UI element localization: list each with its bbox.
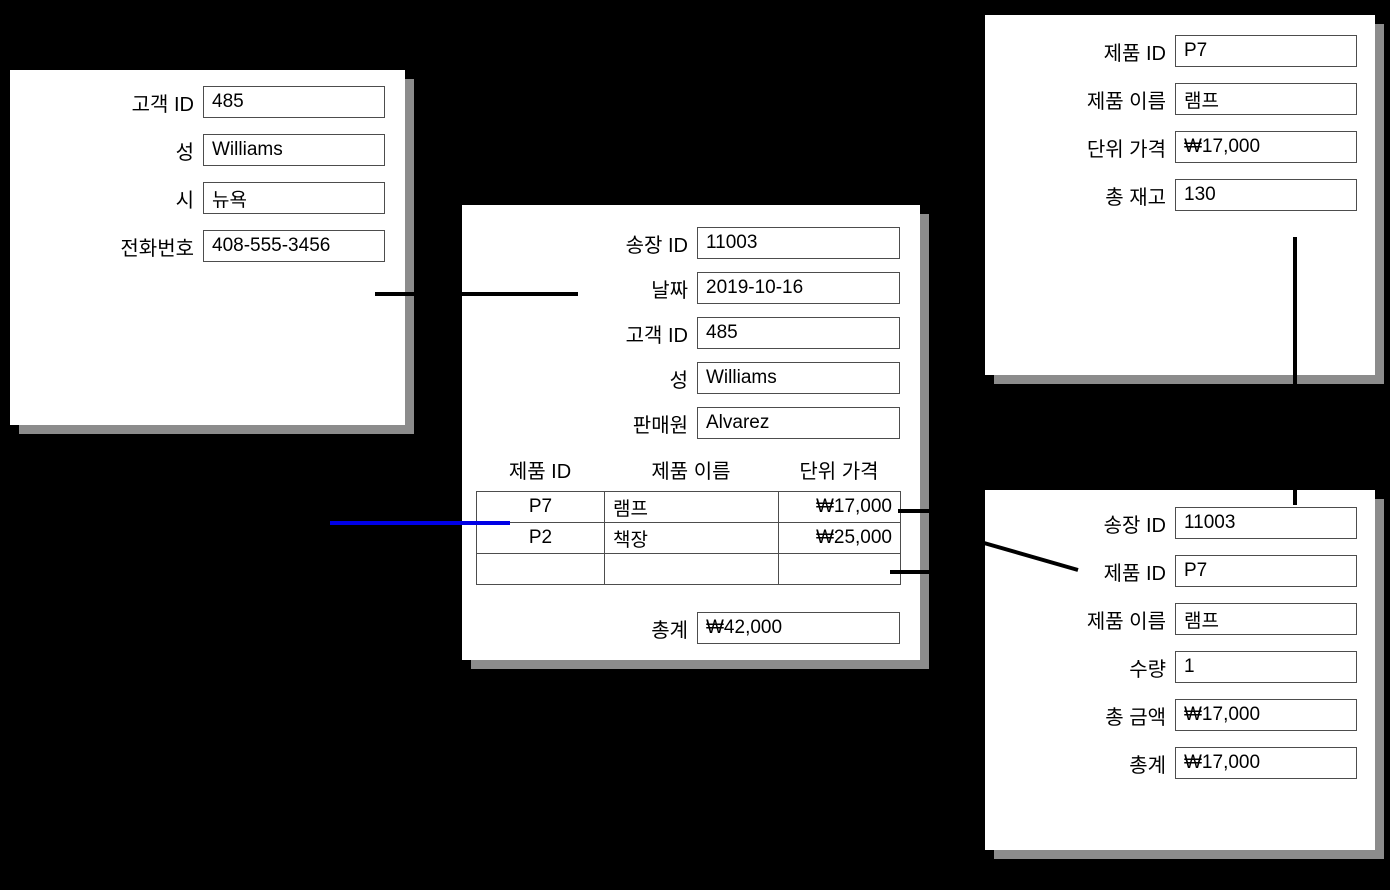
header-product-id: 제품 ID <box>508 461 572 483</box>
lineitem-total-input[interactable] <box>1175 747 1357 779</box>
product-id-label: 제품 ID <box>1103 42 1166 65</box>
lineitem-product-id-label: 제품 ID <box>1103 562 1166 585</box>
customer-lastname-label: 성 <box>175 141 194 164</box>
customer-city-label: 시 <box>175 189 194 212</box>
lineitem-invoice-id-label: 송장 ID <box>1103 514 1166 537</box>
invoice-id-input[interactable] <box>697 227 900 259</box>
invoice-customer-id-row: 고객 ID <box>462 317 900 349</box>
invoice-lastname-label: 성 <box>669 369 688 392</box>
header-product-name: 제품 이름 <box>651 461 731 483</box>
lineitem-product-name-row: 제품 이름 <box>985 603 1357 635</box>
lineitem-product-id-row: 제품 ID <box>985 555 1357 587</box>
lineitem-total-row: 총계 <box>985 747 1357 779</box>
product-unit-price-row: 단위 가격 <box>985 131 1357 163</box>
invoice-salesperson-input[interactable] <box>697 407 900 439</box>
cell-product-id[interactable]: P2 <box>476 522 605 554</box>
invoice-lastname-row: 성 <box>462 362 900 394</box>
invoice-salesperson-row: 판매원 <box>462 407 900 439</box>
invoice-lastname-input[interactable] <box>697 362 900 394</box>
cell-unit-price[interactable] <box>778 553 901 585</box>
lineitem-quantity-row: 수량 <box>985 651 1357 683</box>
lineitem-total-label: 총계 <box>1129 754 1166 777</box>
customer-phone-input[interactable] <box>203 230 385 262</box>
product-unit-price-input[interactable] <box>1175 131 1357 163</box>
customer-phone-row: 전화번호 <box>10 230 385 262</box>
product-unit-price-label: 단위 가격 <box>1086 138 1166 161</box>
customer-city-row: 시 <box>10 182 385 214</box>
table-row: P2 책장 ₩25,000 <box>476 522 901 554</box>
customer-city-input[interactable] <box>203 182 385 214</box>
invoice-customer-id-label: 고객 ID <box>625 324 688 347</box>
customer-lastname-row: 성 <box>10 134 385 166</box>
customer-phone-label: 전화번호 <box>120 237 194 260</box>
line-item-form-panel: 송장 ID 제품 ID 제품 이름 수량 총 금액 총계 <box>985 490 1375 850</box>
lineitem-invoice-id-row: 송장 ID <box>985 507 1357 539</box>
product-name-label: 제품 이름 <box>1086 90 1166 113</box>
invoice-date-input[interactable] <box>697 272 900 304</box>
invoice-total-label: 총계 <box>651 619 688 642</box>
invoice-form-panel: 송장 ID 날짜 고객 ID 성 판매원 제품 ID <box>462 205 920 660</box>
invoice-fields: 송장 ID 날짜 고객 ID 성 판매원 <box>462 205 920 439</box>
product-id-input[interactable] <box>1175 35 1357 67</box>
invoice-date-label: 날짜 <box>651 279 688 302</box>
cell-product-id[interactable]: P7 <box>476 491 605 523</box>
lineitem-product-name-label: 제품 이름 <box>1086 610 1166 633</box>
invoice-date-row: 날짜 <box>462 272 900 304</box>
invoice-line-table: 제품 ID 제품 이름 단위 가격 P7 램프 ₩17,000 P2 책장 ₩2… <box>476 455 901 585</box>
header-unit-price: 단위 가격 <box>799 461 879 483</box>
product-id-row: 제품 ID <box>985 35 1357 67</box>
product-stock-input[interactable] <box>1175 179 1357 211</box>
product-stock-label: 총 재고 <box>1105 186 1166 209</box>
invoice-total-row: 총계 <box>651 612 900 644</box>
invoice-table-grid: P7 램프 ₩17,000 P2 책장 ₩25,000 <box>476 491 901 585</box>
customer-fields: 고객 ID 성 시 전화번호 <box>10 70 405 262</box>
lineitem-quantity-label: 수량 <box>1129 658 1166 681</box>
cell-product-id[interactable] <box>476 553 605 585</box>
table-row <box>476 553 901 585</box>
lineitem-product-id-input[interactable] <box>1175 555 1357 587</box>
lineitem-amount-input[interactable] <box>1175 699 1357 731</box>
product-form-panel: 제품 ID 제품 이름 단위 가격 총 재고 <box>985 15 1375 375</box>
product-name-row: 제품 이름 <box>985 83 1357 115</box>
cell-unit-price[interactable]: ₩25,000 <box>778 522 901 554</box>
invoice-id-row: 송장 ID <box>462 227 900 259</box>
product-fields: 제품 ID 제품 이름 단위 가격 총 재고 <box>985 15 1375 211</box>
customer-lastname-input[interactable] <box>203 134 385 166</box>
line-item-fields: 송장 ID 제품 ID 제품 이름 수량 총 금액 총계 <box>985 490 1375 779</box>
invoice-total-input[interactable] <box>697 612 900 644</box>
cell-product-name[interactable]: 책장 <box>604 522 779 554</box>
customer-id-row: 고객 ID <box>10 86 385 118</box>
invoice-customer-id-input[interactable] <box>697 317 900 349</box>
customer-form-panel: 고객 ID 성 시 전화번호 <box>10 70 405 425</box>
product-name-input[interactable] <box>1175 83 1357 115</box>
customer-id-label: 고객 ID <box>131 93 194 116</box>
lineitem-invoice-id-input[interactable] <box>1175 507 1357 539</box>
invoice-id-label: 송장 ID <box>625 234 688 257</box>
lineitem-amount-label: 총 금액 <box>1105 706 1166 729</box>
lineitem-amount-row: 총 금액 <box>985 699 1357 731</box>
product-stock-row: 총 재고 <box>985 179 1357 211</box>
invoice-salesperson-label: 판매원 <box>632 414 688 437</box>
lineitem-quantity-input[interactable] <box>1175 651 1357 683</box>
invoice-table-header: 제품 ID 제품 이름 단위 가격 <box>476 455 900 491</box>
table-row: P7 램프 ₩17,000 <box>476 491 901 523</box>
cell-product-name[interactable] <box>604 553 779 585</box>
lineitem-product-name-input[interactable] <box>1175 603 1357 635</box>
cell-product-name[interactable]: 램프 <box>604 491 779 523</box>
cell-unit-price[interactable]: ₩17,000 <box>778 491 901 523</box>
customer-id-input[interactable] <box>203 86 385 118</box>
